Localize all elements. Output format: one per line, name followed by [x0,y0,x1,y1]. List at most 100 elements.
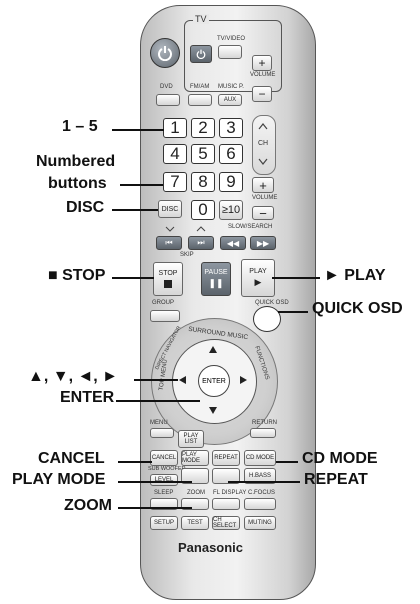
skip-forward-button[interactable]: ⏭ [188,236,214,250]
callout-arrows: ▲, ▼, ◄, ► [28,368,119,385]
volume-label: VOLUME [250,72,276,78]
arrow-up-icon[interactable] [208,345,218,354]
menu-label: MENU [150,420,168,426]
pause-icon: ❚❚ [208,278,224,288]
dvd-button[interactable] [156,94,180,106]
num-4-button[interactable]: 4 [163,144,187,164]
num-5-button[interactable]: 5 [191,144,215,164]
menu-button[interactable] [150,428,174,438]
tv-group-frame [184,20,282,92]
dolby-button[interactable] [212,468,240,484]
repeat-button[interactable]: REPEAT [212,450,240,466]
play-mode-button[interactable]: PLAY MODE [181,450,209,466]
leader-line [112,209,158,211]
num-0-button[interactable]: 0 [191,200,215,220]
chevron-up-icon [258,123,268,130]
test-button[interactable]: TEST [181,516,209,530]
fm-am-label: FM/AM [190,84,210,90]
cancel-button[interactable]: CANCEL [150,450,178,466]
group-button[interactable] [150,310,180,322]
sleep-label: SLEEP [154,490,174,496]
enter-button[interactable]: ENTER [198,365,230,397]
tv-video-button[interactable] [218,45,242,59]
num-1-button[interactable]: 1 [163,118,187,138]
tv-power-button[interactable] [190,45,212,63]
volume-up-button[interactable]: + [252,177,274,193]
quick-osd-button[interactable] [253,306,281,332]
tv-volume-down-button[interactable]: − [252,86,272,102]
leader-line [276,461,298,463]
play-list-label: PLAY LIST [183,433,199,445]
stop-icon [164,280,172,288]
callout-stop: ■ STOP [48,267,106,284]
tv-video-label: TV/VIDEO [217,36,246,42]
leader-line [120,184,163,186]
power-icon [158,46,172,61]
volume-label-2: VOLUME [252,195,278,201]
num-7-button[interactable]: 7 [163,172,187,192]
c-focus-label: C.FOCUS [248,490,275,496]
callout-numbered-buttons-1: Numbered [36,153,116,170]
num-10-button[interactable]: ≥10 [219,200,243,220]
return-label: RETURN [252,420,277,426]
muting-button[interactable]: MUTING [244,516,276,530]
callout-cancel: CANCEL [38,450,105,467]
leader-line [116,400,200,402]
ch-select-button[interactable]: CH SELECT [212,516,240,530]
leader-line [272,277,320,279]
h-bass-button[interactable]: H.BASS [244,468,276,484]
leader-line [118,481,192,483]
sfc-button[interactable] [181,468,209,484]
chevron-down-icon [165,226,175,232]
arrow-down-icon[interactable] [208,406,218,415]
disc-button[interactable]: DISC [158,200,182,218]
tv-volume-up-button[interactable]: + [252,55,272,71]
leader-line [228,481,300,483]
play-list-button[interactable]: PLAY LIST [178,430,204,448]
num-2-button[interactable]: 2 [191,118,215,138]
music-p-label: MUSIC P. [218,84,244,90]
callout-numbered-buttons-2: buttons [48,175,107,192]
callout-disc: DISC [66,199,105,216]
sub-woofer-label: SUB WOOFER [148,466,186,472]
zoom-label: ZOOM [187,490,205,496]
num-6-button[interactable]: 6 [219,144,243,164]
play-label: PLAY [249,268,267,275]
callout-play-mode: PLAY MODE [12,471,106,488]
dvd-label: DVD [160,84,173,90]
stop-label: STOP [158,270,178,277]
leader-line [278,311,308,313]
level-button[interactable]: LEVEL [150,474,178,486]
arrow-left-icon[interactable] [178,375,187,385]
skip-label: SKIP [180,252,194,258]
leader-line [112,277,154,279]
skip-back-button[interactable]: ⏮ [156,236,182,250]
ch-label: CH [258,140,269,147]
quick-osd-label: QUICK OSD [255,300,289,306]
rewind-button[interactable]: ◀◀ [220,236,246,250]
brand-logo: Panasonic [178,540,244,555]
num-9-button[interactable]: 9 [219,172,243,192]
fm-am-button[interactable] [188,94,212,106]
c-focus-button[interactable] [244,498,276,510]
play-icon: ▶ [254,277,262,287]
pause-button[interactable]: PAUSE ❚❚ [201,262,231,296]
play-button[interactable]: PLAY ▶ [241,259,275,297]
setup-button[interactable]: SETUP [150,516,178,530]
fast-forward-button[interactable]: ▶▶ [250,236,276,250]
return-button[interactable] [250,428,276,438]
callout-zoom: ZOOM [64,497,112,514]
cd-mode-button[interactable]: CD MODE [244,450,276,466]
num-3-button[interactable]: 3 [219,118,243,138]
callout-play: ► PLAY [324,267,386,284]
power-button[interactable] [150,38,180,68]
callout-quick-osd: QUICK OSD [312,300,403,317]
aux-button[interactable]: AUX [218,94,242,106]
num-8-button[interactable]: 8 [191,172,215,192]
arrow-right-icon[interactable] [239,375,248,385]
fl-display-button[interactable] [212,498,240,510]
leader-line [134,379,178,381]
stop-button[interactable]: STOP [153,262,183,296]
volume-down-button[interactable]: − [252,206,274,221]
chevron-up-icon [196,226,206,232]
